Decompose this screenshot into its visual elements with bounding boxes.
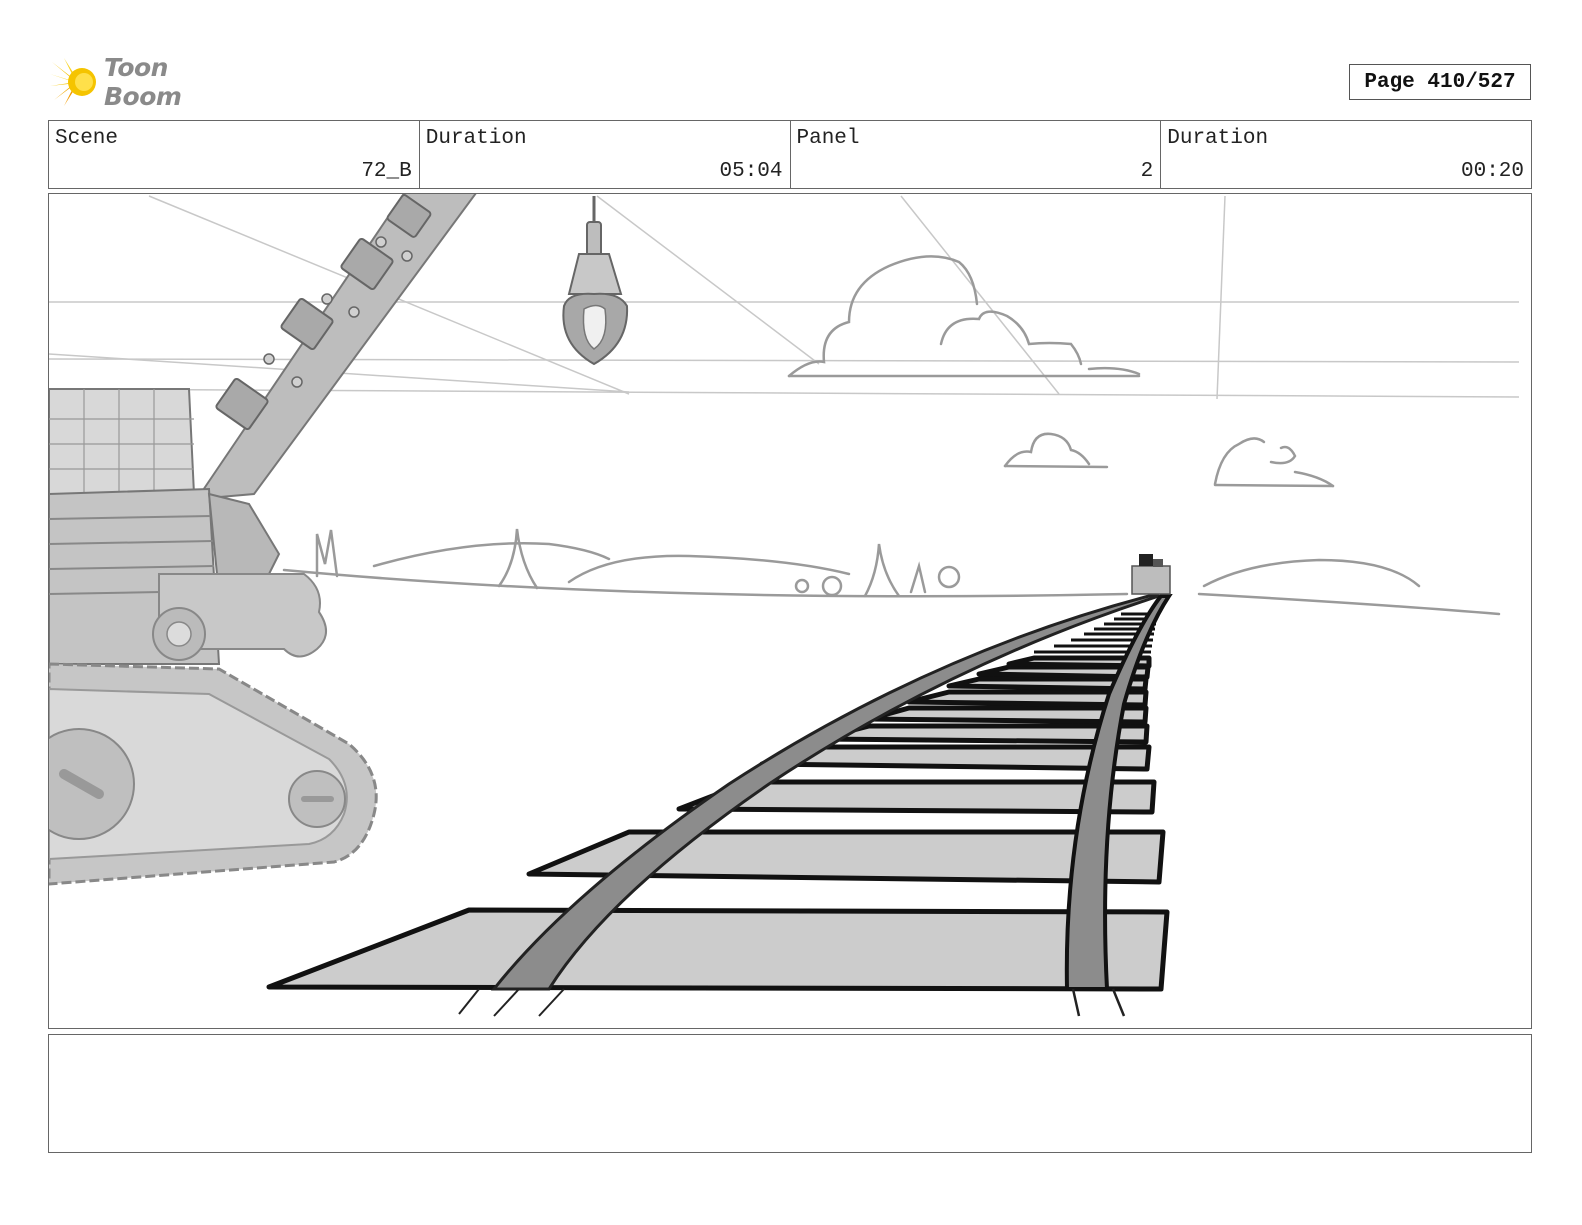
logo-text: Toon Boom bbox=[104, 53, 182, 111]
claw-hook bbox=[562, 196, 629, 366]
scene-duration-cell: Duration 05:04 bbox=[420, 121, 791, 188]
scene-cell: Scene 72_B bbox=[49, 121, 420, 188]
panel-duration-value: 00:20 bbox=[1460, 160, 1524, 183]
crane-machine bbox=[49, 194, 477, 886]
scene-value: 72_B bbox=[361, 160, 412, 183]
railway-rails bbox=[458, 594, 1173, 1017]
distant-train bbox=[1131, 554, 1171, 595]
panel-label: Panel bbox=[796, 127, 860, 150]
toon-boom-logo: Toon Boom bbox=[50, 53, 250, 111]
horizon-hills bbox=[282, 528, 1501, 616]
perspective-guides bbox=[49, 195, 1520, 400]
storyboard-panel bbox=[48, 193, 1532, 1029]
scene-label: Scene bbox=[55, 127, 119, 150]
clouds bbox=[787, 255, 1335, 488]
panel-cell: Panel 2 bbox=[791, 121, 1162, 188]
scene-duration-value: 05:04 bbox=[719, 160, 783, 183]
panel-duration-label: Duration bbox=[1167, 127, 1269, 150]
panel-value: 2 bbox=[1140, 160, 1154, 183]
info-bar: Scene 72_B Duration 05:04 Panel 2 Durati… bbox=[48, 120, 1532, 189]
sunburst-icon bbox=[50, 58, 96, 106]
page-indicator: Page 410/527 bbox=[1349, 64, 1531, 100]
panel-duration-cell: Duration 00:20 bbox=[1161, 121, 1531, 188]
railway-ties bbox=[266, 655, 1170, 992]
scene-duration-label: Duration bbox=[425, 127, 527, 150]
panel-artwork bbox=[49, 194, 1520, 1017]
notes-box bbox=[48, 1034, 1532, 1153]
